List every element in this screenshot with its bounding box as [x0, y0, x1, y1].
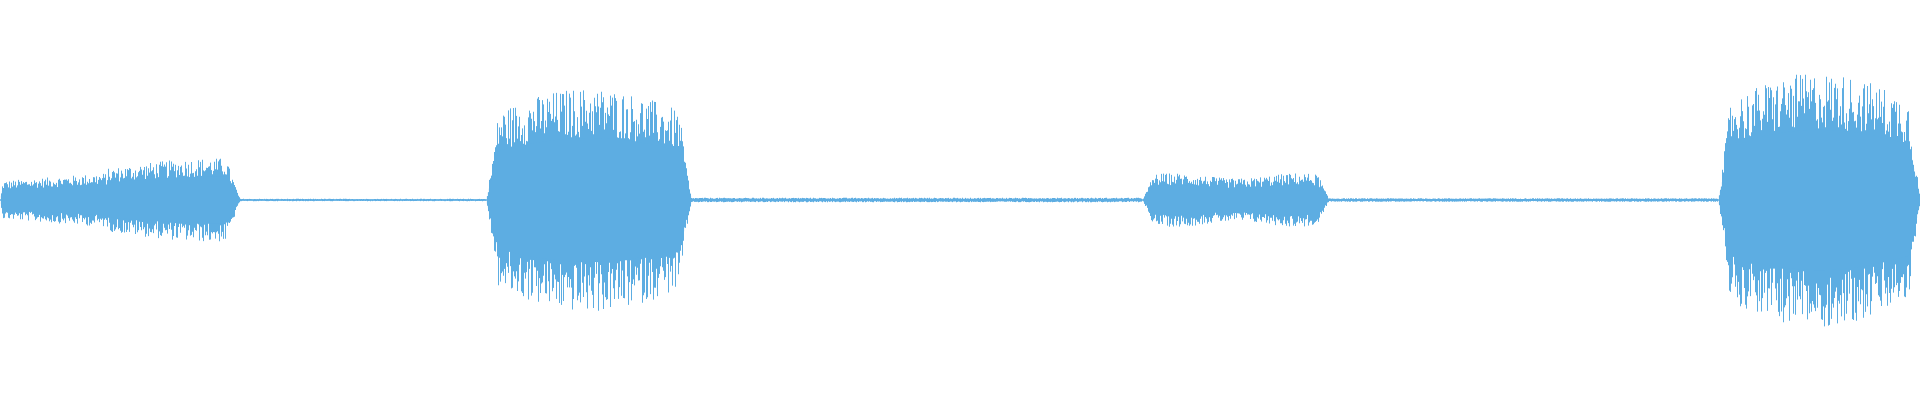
- waveform-samples: [0, 74, 1920, 327]
- waveform-trace: [1, 74, 1920, 327]
- waveform-segment-core-0: [0, 176, 241, 224]
- waveform-segment-core-2: [486, 138, 692, 262]
- waveform-segment-core-6: [1718, 129, 1920, 271]
- waveform-segment-core-4: [1142, 185, 1330, 215]
